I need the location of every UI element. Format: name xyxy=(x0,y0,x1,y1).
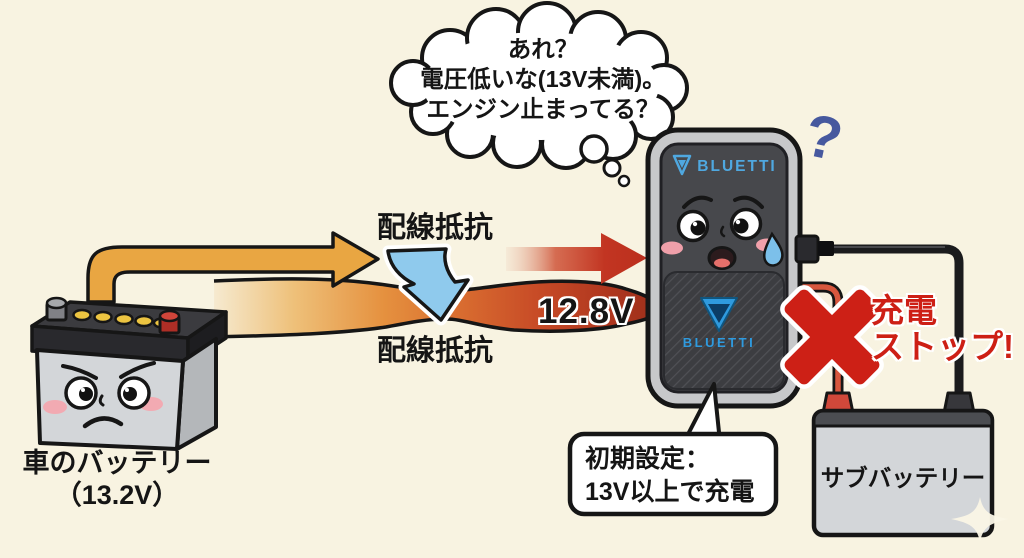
car-battery-face xyxy=(43,361,163,429)
current-arrow-red xyxy=(506,233,647,284)
cables xyxy=(797,244,964,400)
battery-terminal-positive xyxy=(158,309,181,335)
charge-stop-x-icon xyxy=(780,285,884,389)
sub-battery xyxy=(811,391,1009,542)
sub-battery-label: サブバッテリー xyxy=(820,465,986,491)
wiring-resistance-label-bottom: 配線抵抗 xyxy=(377,335,494,367)
tear-drop xyxy=(763,231,784,267)
thought-trail-bubble xyxy=(602,158,622,178)
speech-bubble-text: 初期設定： 13V以上で充電 xyxy=(585,443,754,509)
charge-stop-line-1: 充電 xyxy=(871,292,937,329)
car-battery-label: 車のバッテリー （13.2V） xyxy=(10,447,224,512)
charge-stop-label: 充電 ストップ! xyxy=(871,292,1014,366)
measured-voltage-label: 12.8V xyxy=(538,292,635,331)
bluetti-device: BLUETTI BLUETTI xyxy=(645,127,834,409)
thought-trail-bubble xyxy=(617,174,631,188)
dc-plug xyxy=(794,234,834,264)
car-battery xyxy=(30,296,228,451)
thought-line-3: エンジン止まってる？ xyxy=(426,96,660,122)
speech-line-2: 13V以上で充電 xyxy=(585,478,755,506)
question-mark: ? xyxy=(799,101,849,174)
black-cable xyxy=(832,244,964,400)
thought-trail-bubble xyxy=(579,134,609,164)
battery-terminal-negative xyxy=(45,296,68,322)
car-battery-name: 車のバッテリー xyxy=(22,448,212,478)
bluetti-brand-top: BLUETTI xyxy=(697,158,776,175)
wiring-resistance-label-top: 配線抵抗 xyxy=(377,212,494,244)
current-arrow-orange xyxy=(86,231,380,304)
speech-line-1: 初期設定： xyxy=(585,445,711,473)
thought-line-1: あれ？ xyxy=(507,36,579,62)
bluetti-brand-bottom: BLUETTI xyxy=(683,335,755,350)
thought-bubble-text: あれ？ 電圧低いな(13V未満)。 エンジン止まってる？ xyxy=(402,34,684,124)
speech-bubble xyxy=(567,382,779,517)
resistance-arrow-blue xyxy=(382,243,474,326)
thought-bubble xyxy=(389,1,689,188)
bluetti-logo-top: BLUETTI xyxy=(672,154,776,176)
bluetti-logo-bottom: BLUETTI xyxy=(683,297,755,350)
car-battery-voltage: （13.2V） xyxy=(54,480,180,511)
thought-line-2: 電圧低いな(13V未満)。 xyxy=(420,66,666,92)
charge-stop-line-2: ストップ! xyxy=(871,328,1014,366)
bluetti-face xyxy=(661,195,784,270)
sparkle xyxy=(951,497,1009,542)
bluetti-shield-icon xyxy=(672,154,692,176)
